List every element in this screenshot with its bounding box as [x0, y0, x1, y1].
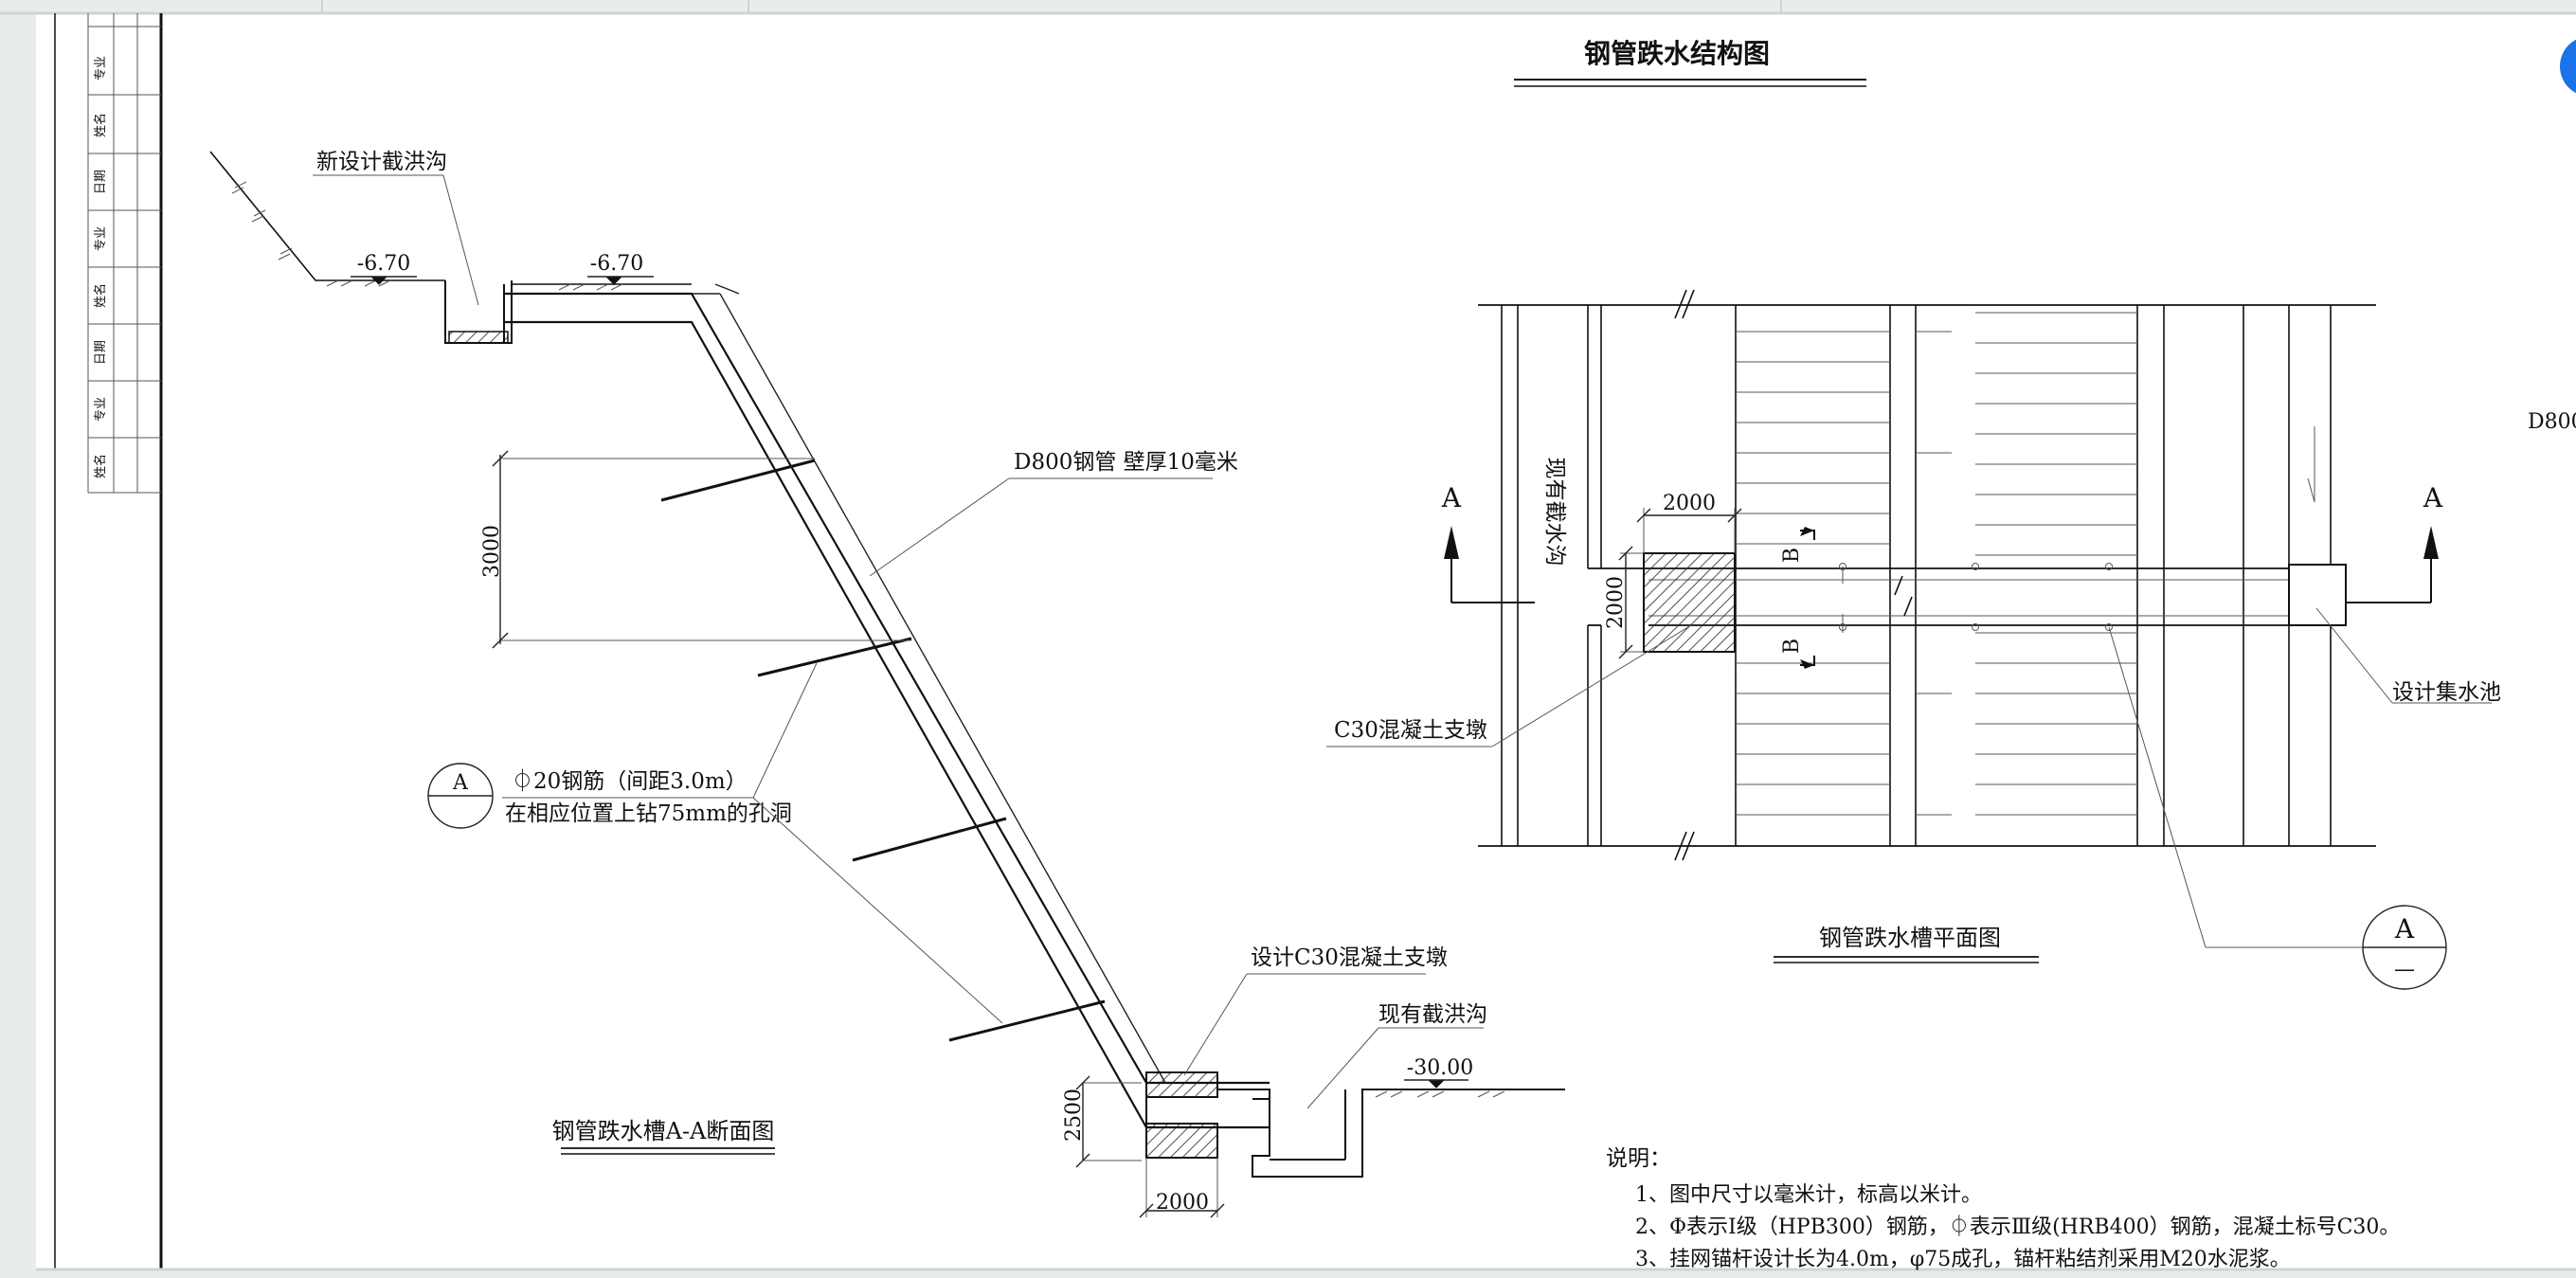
plan-pool-label: 设计集水池	[2392, 680, 2501, 705]
plan-section-mark-left: A	[1441, 482, 1462, 513]
section-elev-right: -6.70	[590, 252, 643, 276]
title-block: 专业 姓名 日期 专业 姓名 日期 专业 姓名	[87, 13, 161, 494]
notes: 说明： 1、图中尺寸以毫米计，标高以米计。 2、Φ表示Ⅰ级（HPB300）钢筋，…	[1606, 1146, 2400, 1271]
plan-support-label: C30混凝土支墩	[1334, 718, 1487, 743]
section-anchor-line1: ⏀20钢筋（间距3.0m）	[512, 768, 748, 794]
section-elev-left: -6.70	[357, 252, 410, 276]
section-spacing-dim: 3000	[480, 525, 504, 578]
structure-title: 钢管跌水结构图	[1584, 38, 1770, 69]
section-elev-bottom: -30.00	[1407, 1056, 1473, 1080]
section-pipe-label: D800钢管 壁厚10毫米	[1014, 450, 1238, 475]
plan-section-mark-right: A	[2423, 482, 2443, 513]
structure-title-group: 钢管跌水结构图	[1514, 38, 1866, 87]
plan-b-mark-bottom: B	[1780, 639, 1804, 654]
plan-dim-width: 2000	[1663, 492, 1716, 515]
plan-view: A A 现有截水沟 2000 2000 B B C30混凝土支墩	[1326, 289, 2576, 990]
tb-label-8: 姓名	[93, 454, 108, 478]
notes-item-1: 1、图中尺寸以毫米计，标高以米计。	[1635, 1183, 1982, 1207]
notes-item-2: 2、Φ表示Ⅰ级（HPB300）钢筋，⏀表示Ⅲ级(HRB400）钢筋，混凝土标号C…	[1635, 1215, 2400, 1239]
section-dim-width: 2000	[1156, 1191, 1209, 1215]
tb-label-6: 日期	[94, 340, 108, 365]
plan-existing-ditch-label: 现有截水沟	[1542, 458, 1567, 567]
section-existing-ditch-label: 现有截洪沟	[1378, 1002, 1487, 1027]
tb-label-1: 专业	[94, 56, 108, 81]
tb-label-2: 姓名	[93, 113, 108, 137]
section-support-label: 设计C30混凝土支墩	[1251, 945, 1448, 970]
section-title: 钢管跌水槽A-A断面图	[552, 1118, 775, 1144]
section-view: -6.70 -6.70 3000 D800钢管 壁厚10毫米 A ⏀20钢筋（间…	[209, 150, 1565, 1218]
notes-heading: 说明：	[1606, 1146, 1671, 1171]
notes-item-3: 3、挂网锚杆设计长为4.0m，φ75成孔，锚杆粘结剂采用M20水泥浆。	[1635, 1248, 2291, 1271]
section-new-ditch-label: 新设计截洪沟	[316, 150, 447, 174]
section-dim-height: 2500	[1062, 1089, 1086, 1142]
plan-title: 钢管跌水槽平面图	[1819, 925, 2001, 951]
plan-b-mark-top: B	[1780, 548, 1804, 563]
tb-label-5: 姓名	[93, 283, 108, 308]
tb-label-3: 日期	[94, 170, 108, 194]
section-detail-mark: A	[452, 771, 469, 795]
tb-label-7: 专业	[94, 397, 108, 422]
tb-label-4: 专业	[94, 226, 108, 251]
plan-cut-label: D800钢	[2528, 410, 2576, 434]
plan-detail-sub: —	[2394, 958, 2415, 981]
plan-dim-height: 2000	[1604, 576, 1628, 629]
paper	[36, 13, 2576, 1269]
section-anchor-line2: 在相应位置上钻75mm的孔洞	[505, 801, 792, 826]
plan-detail-mark: A	[2394, 913, 2415, 945]
overlay-button[interactable]	[2560, 36, 2576, 97]
